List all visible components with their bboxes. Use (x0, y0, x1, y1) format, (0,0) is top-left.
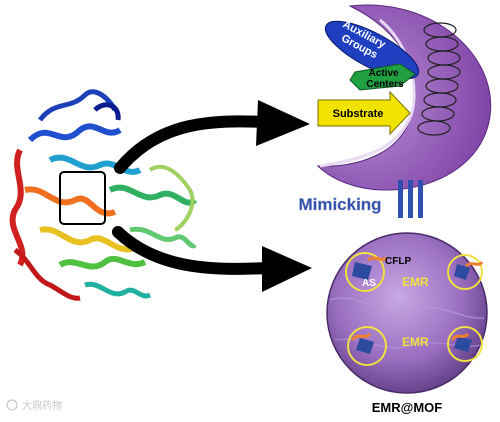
mimicking-label: Mimicking (298, 195, 381, 214)
protein-structure (9, 89, 198, 301)
watermark: 大鼎药物 (6, 399, 62, 412)
arrow-upper (114, 115, 271, 174)
arrow-lower (112, 226, 276, 275)
emr-site-4 (447, 326, 483, 362)
arrow-upper-head (256, 100, 310, 146)
substrate-label: Substrate (333, 108, 384, 120)
enzyme-active-site-panel: Auxiliary Groups Active Centers Substrat… (316, 4, 492, 191)
emr-label-1: EMR (402, 275, 429, 289)
active-label: Active Centers (366, 68, 404, 90)
emr-mof-caption: EMR@MOF (372, 400, 443, 415)
helix-coil (417, 22, 461, 136)
emr-mof-sphere: CFLP AS EMR EMR (326, 232, 488, 394)
emr-site-1 (345, 252, 387, 292)
emr-label-2: EMR (402, 335, 429, 349)
arrow-lower-head (262, 246, 312, 292)
watermark-text: 大鼎药物 (22, 399, 62, 412)
active-centers-shape (349, 63, 416, 91)
emr-site-2 (447, 254, 484, 290)
as-label: AS (362, 278, 376, 289)
watermark-logo-icon (6, 399, 18, 411)
emr-site-3 (347, 326, 387, 366)
equivalence-bars (398, 180, 423, 218)
cflp-label: CFLP (385, 256, 411, 267)
substrate-arrow (317, 90, 411, 136)
active-site-box (59, 171, 106, 225)
